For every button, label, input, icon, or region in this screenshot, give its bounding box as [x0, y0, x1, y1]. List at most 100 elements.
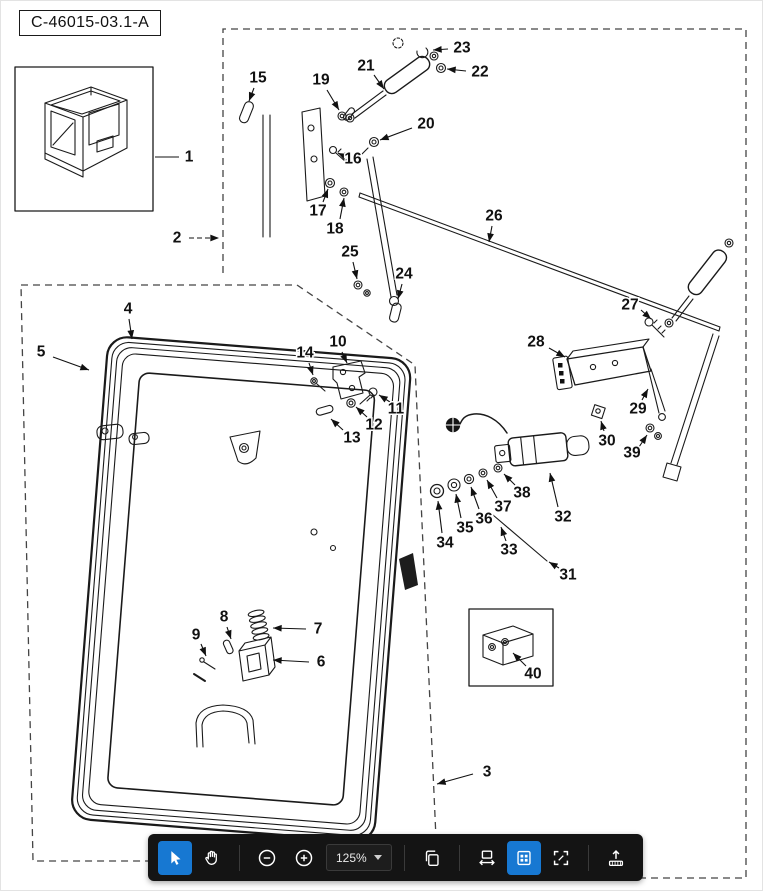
pointer-tool-button[interactable] — [158, 840, 192, 875]
zoom-out-button[interactable] — [250, 841, 284, 875]
callout-label-6: 6 — [317, 654, 326, 671]
callout-label-19: 19 — [312, 72, 330, 89]
callout-leader-21 — [373, 74, 385, 90]
toolbar-separator — [239, 844, 240, 871]
part-12-bushing — [346, 398, 356, 408]
zoom-in-button[interactable] — [287, 841, 321, 875]
assembly-boundary-right — [222, 28, 747, 879]
callout-leader-14 — [307, 362, 314, 376]
callout-label-10: 10 — [329, 334, 346, 351]
callout-leader-31 — [548, 561, 560, 570]
callout-leader-9 — [199, 643, 207, 657]
part-39-washers — [645, 423, 655, 433]
callout-label-40: 40 — [524, 666, 541, 683]
part-30-nut — [590, 404, 606, 420]
toolbar-separator — [587, 844, 589, 871]
copy-button[interactable] — [415, 841, 449, 875]
callout-label-7: 7 — [314, 621, 323, 638]
callout-label-28: 28 — [527, 334, 545, 351]
callout-leader-10 — [340, 351, 348, 364]
callout-label-32: 32 — [554, 509, 571, 526]
cab-reference-box — [14, 66, 154, 212]
callout-label-9: 9 — [192, 627, 201, 644]
zoom-in-icon — [295, 849, 313, 866]
part-15-pin — [238, 101, 271, 238]
part-29-arm — [642, 346, 666, 414]
callout-label-1: 1 — [185, 149, 194, 166]
callout-leader-7 — [272, 624, 307, 632]
part-17-washer — [324, 177, 336, 189]
callout-leader-19 — [326, 89, 340, 111]
copy-icon — [425, 849, 439, 866]
callout-leader-40 — [512, 652, 527, 667]
part-37-washer — [478, 468, 488, 478]
callout-label-31: 31 — [559, 567, 577, 584]
callout-label-5: 5 — [37, 344, 46, 361]
callout-label-12: 12 — [365, 417, 382, 434]
viewer-toolbar: 125% — [148, 834, 643, 881]
callout-leader-39 — [638, 434, 648, 448]
fullscreen-button[interactable] — [544, 841, 578, 875]
zoom-out-icon — [258, 849, 276, 866]
callout-label-17: 17 — [309, 203, 326, 220]
fit-width-button[interactable] — [470, 841, 504, 875]
callout-leader-33 — [500, 526, 508, 542]
callout-leader-28 — [548, 347, 566, 358]
toolbar-separator — [458, 844, 460, 871]
callout-leader-22 — [446, 66, 467, 74]
callout-label-15: 15 — [249, 70, 267, 87]
callout-label-13: 13 — [343, 430, 361, 447]
pan-tool-button[interactable] — [195, 841, 229, 875]
hand-icon — [205, 850, 217, 865]
zoom-level-dropdown[interactable]: 125% — [326, 844, 392, 871]
grid-view-icon — [517, 850, 531, 865]
zoom-level-value: 125% — [336, 850, 367, 865]
callout-leader-17 — [321, 188, 329, 203]
callout-label-35: 35 — [456, 520, 474, 537]
part-35-washer — [447, 478, 461, 492]
callout-label-3: 3 — [483, 764, 492, 781]
part-38-washer — [493, 463, 503, 473]
callout-leader-16 — [337, 152, 348, 160]
callout-leader-15 — [248, 87, 256, 102]
callout-leader-3 — [436, 773, 474, 785]
callout-leader-29 — [640, 388, 649, 401]
fullscreen-icon — [553, 850, 568, 865]
latch-group — [193, 609, 276, 682]
part-22-washer — [435, 62, 447, 74]
callout-leader-4 — [127, 318, 135, 340]
callout-leader-12 — [355, 406, 368, 418]
callout-leader-26 — [487, 225, 494, 243]
part-9-pin — [199, 657, 205, 663]
parts-19-20-washers — [337, 107, 380, 157]
part-27-gas-strut — [644, 238, 734, 482]
callout-leader-32 — [548, 472, 559, 508]
callout-label-26: 26 — [485, 208, 503, 225]
callout-label-37: 37 — [494, 499, 511, 516]
export-button[interactable] — [599, 841, 633, 875]
part-36-washer — [463, 473, 475, 485]
part-18-washer — [339, 187, 349, 197]
callout-label-8: 8 — [220, 609, 229, 626]
striker-plate — [229, 430, 261, 465]
callout-label-11: 11 — [388, 401, 405, 418]
grid-view-button[interactable] — [506, 840, 541, 875]
latch-keeper — [399, 553, 418, 590]
part-6-latch-block — [238, 636, 276, 682]
part-14-pin — [310, 377, 318, 385]
callout-label-38: 38 — [513, 485, 531, 502]
callout-leader-20 — [379, 127, 413, 141]
callout-leader-18 — [339, 197, 346, 220]
callout-label-30: 30 — [598, 433, 615, 450]
fit-width-icon — [478, 849, 495, 865]
callout-leader-25 — [351, 261, 359, 280]
callout-leader-37 — [486, 479, 498, 499]
callout-leader-34 — [435, 500, 443, 534]
callout-label-4: 4 — [124, 301, 133, 318]
callout-leader-30 — [600, 420, 607, 432]
part-25-washer — [353, 280, 363, 290]
callout-leader-13 — [330, 418, 344, 431]
callout-leader-11 — [378, 394, 391, 403]
drawing-code: C-46015-03.1-A — [31, 14, 150, 31]
